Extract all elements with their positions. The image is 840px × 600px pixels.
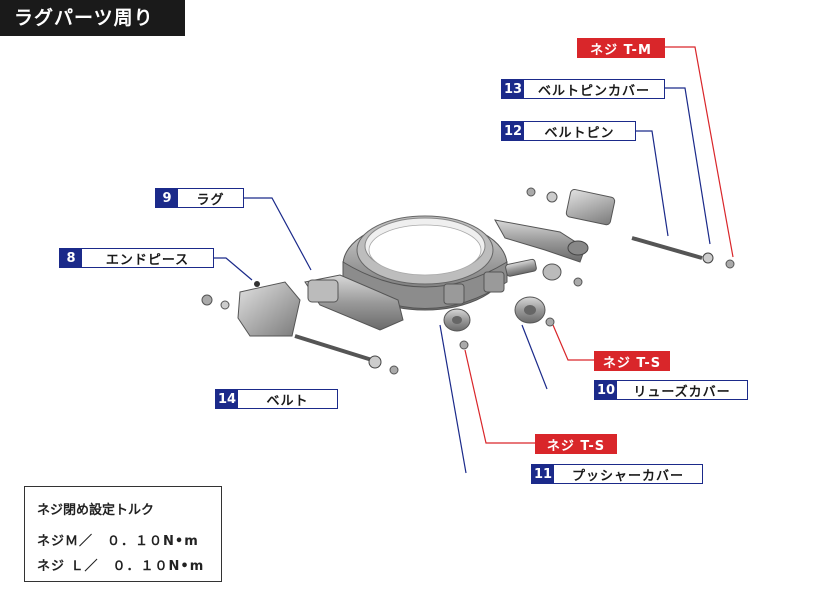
callout-label: ベルトピン	[544, 125, 615, 141]
torque-spec-box: ネジ閉め設定トルク ネジＭ／ ０．１０N•m ネジ Ｌ／ ０．１０N•m	[24, 486, 222, 582]
callout-label: エンドピース	[105, 252, 190, 268]
callout-number: 13	[502, 80, 524, 98]
torque-row-l: ネジ Ｌ／ ０．１０N•m	[37, 559, 205, 574]
callout-label: プッシャーカバー	[571, 468, 684, 484]
callout-lug: 9 ラグ	[155, 188, 244, 208]
end-piece	[237, 281, 301, 337]
section-title: ラグパーツ周り	[0, 0, 185, 36]
belt-pin-right	[631, 236, 703, 260]
callout-number: 14	[216, 390, 238, 408]
callout-belt: 14 ベルト	[215, 389, 338, 409]
callout-label: ベルト	[266, 393, 309, 409]
callout-number: 10	[595, 381, 617, 399]
torque-heading: ネジ閉め設定トルク	[37, 503, 155, 518]
callout-number: 11	[532, 465, 554, 483]
crown-stem	[505, 258, 537, 277]
belt-pin-left	[294, 334, 373, 362]
torque-row-m: ネジＭ／ ０．１０N•m	[37, 534, 199, 549]
callout-number: 8	[60, 249, 82, 267]
callout-number: 12	[502, 122, 524, 140]
callout-label: ラグ	[196, 192, 225, 208]
watch-case	[342, 215, 508, 311]
leader-lines-red	[464, 46, 734, 444]
screw-label-ts-pusher: ネジ T-S	[535, 434, 617, 454]
callout-label: リューズカバー	[633, 384, 731, 400]
lug-left	[304, 274, 404, 331]
screw-label-ts-crown: ネジ T-S	[594, 351, 670, 371]
screw-label-tm: ネジ T-M	[577, 38, 665, 58]
callout-end-piece: 8 エンドピース	[59, 248, 214, 268]
callout-belt-pin-cover: 13 ベルトピンカバー	[501, 79, 665, 99]
leader-lines-navy	[214, 87, 711, 474]
belt-pin-cover-right	[702, 252, 714, 264]
callout-pusher-cover: 11 プッシャーカバー	[531, 464, 703, 484]
screw-tm-right	[725, 259, 735, 269]
callout-crown-cover: 10 リューズカバー	[594, 380, 748, 400]
callout-number: 9	[156, 189, 178, 207]
lug-right	[494, 188, 616, 263]
callout-label: ベルトピンカバー	[537, 83, 650, 99]
callout-belt-pin: 12 ベルトピン	[501, 121, 636, 141]
